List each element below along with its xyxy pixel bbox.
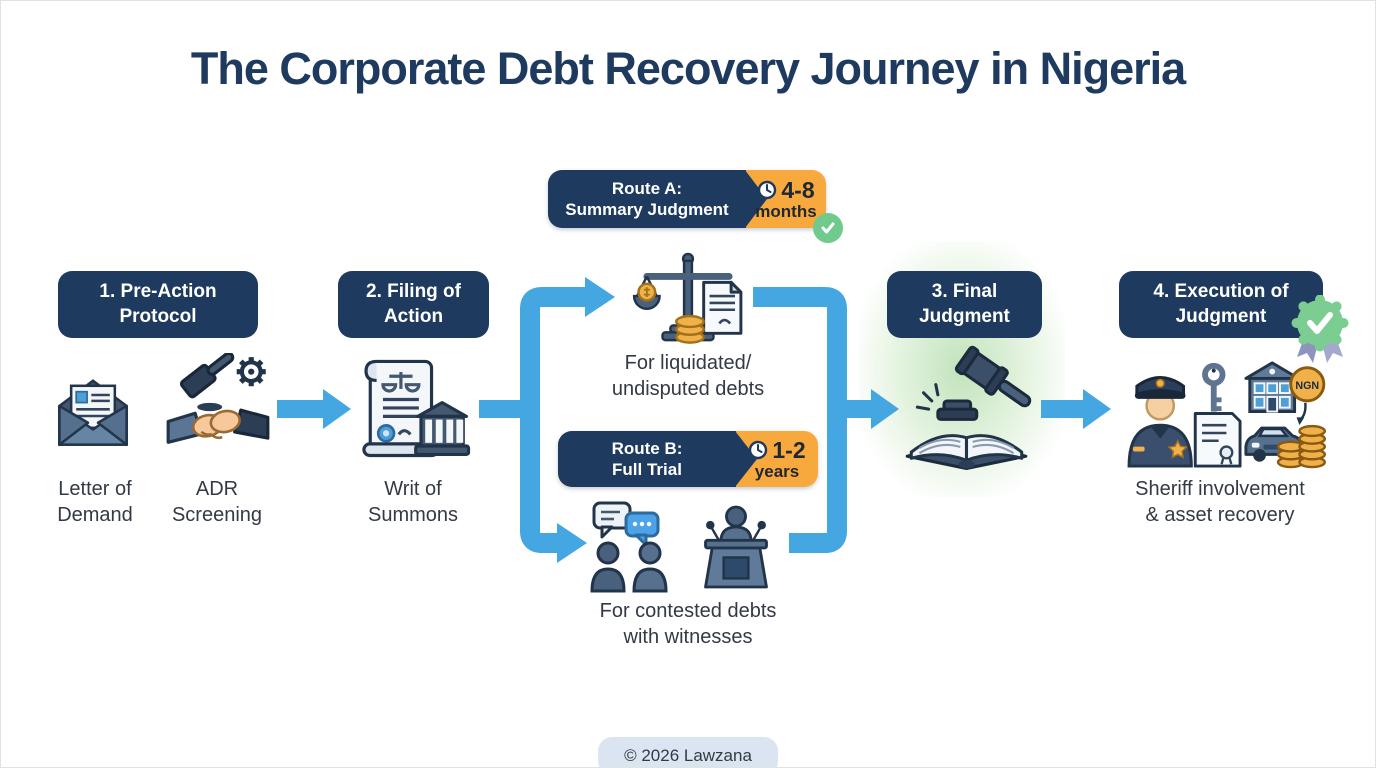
gear-icon: [236, 357, 266, 387]
route-b-line1: Route B:: [611, 438, 683, 458]
step-box-pre-action: 1. Pre-Action Protocol: [58, 271, 258, 338]
impact-lines: [915, 383, 940, 411]
gavel-icon: [954, 345, 1032, 408]
sheriff-key-house-car-coins-icon: NGN: [1127, 361, 1326, 469]
caption-letter-of-demand: Letter of Demand: [57, 478, 133, 526]
step4-line2: Judgment: [1175, 305, 1267, 327]
gavel-handshake-gear-icon: [166, 353, 270, 444]
caption-execution-desc: Sheriff involvement & asset recovery: [1135, 478, 1305, 526]
sheriff-icon: [1127, 375, 1193, 468]
scroll-courthouse-icon: [362, 359, 471, 458]
copyright-badge: © 2026 Lawzana: [598, 737, 778, 767]
step-box-filing: 2. Filing of Action: [338, 271, 489, 338]
person-icon: [590, 541, 626, 593]
step2-line1: 2. Filing of: [366, 281, 461, 303]
courthouse-icon: [414, 401, 471, 457]
caption-adr-screening: ADR Screening: [171, 478, 263, 526]
route-a-badge: Route A: Summary Judgment 4-8 months: [548, 170, 826, 228]
clock-icon: [749, 440, 768, 460]
svg-text:NGN: NGN: [1295, 380, 1319, 392]
step-box-final-judgment: 3. Final Judgment: [887, 271, 1042, 338]
step1-line2: Protocol: [119, 305, 197, 327]
fork-connector: [479, 277, 615, 563]
caption-route-b-desc: For contested debts with witnesses: [599, 600, 777, 648]
route-b-line2: Full Trial: [612, 460, 682, 479]
route-b-label: Route B: Full Trial: [558, 431, 736, 487]
route-b-duration-value: 1-2: [772, 436, 806, 463]
person-icon: [632, 541, 668, 593]
microphone-icon: [706, 520, 766, 541]
open-book-icon: [905, 434, 1028, 471]
route-a-duration-unit: months: [755, 201, 817, 221]
route-b-duration-unit: years: [754, 461, 800, 481]
scales-document-coins-icon: [632, 252, 743, 344]
caption-route-a-desc: For liquidated/ undisputed debts: [611, 352, 765, 400]
arrow-route-a: [585, 277, 615, 317]
caption-writ-of-summons: Writ of Summons: [367, 478, 459, 526]
envelope-letter-icon: [58, 379, 128, 446]
route-b-badge: Route B: Full Trial 1-2 years: [558, 431, 818, 487]
ngn-coin-icon: NGN: [1289, 366, 1326, 426]
witness-podium-icon: [704, 505, 768, 589]
step2-line2: Action: [383, 305, 444, 327]
route-a-line2: Summary Judgment: [565, 200, 729, 219]
writ-document-icon: [1193, 412, 1242, 468]
route-a-duration: 4-8 months: [746, 170, 826, 228]
coin-stack-icon: [1276, 424, 1326, 469]
key-icon: [1202, 362, 1226, 412]
arrow-step1-step2: [277, 389, 351, 429]
route-b-duration: 1-2 years: [736, 431, 818, 487]
route-a-line1: Route A:: [611, 178, 683, 198]
step-box-execution: 4. Execution of Judgment: [1119, 271, 1323, 338]
merge-connector: [753, 287, 899, 553]
gavel-icon: [179, 353, 235, 399]
house-icon: [1244, 361, 1300, 413]
ribbon-check-icon: [1291, 295, 1349, 363]
route-a-duration-value: 4-8: [781, 176, 815, 203]
page-title: The Corporate Debt Recovery Journey in N…: [190, 43, 1186, 94]
gavel-book-icon: [905, 345, 1032, 471]
coins-icon: [675, 314, 705, 344]
arrow-into-judgment: [871, 389, 899, 429]
clock-icon: [758, 180, 777, 200]
step3-line2: Judgment: [919, 305, 1010, 327]
document-icon: [702, 280, 743, 335]
route-a-label: Route A: Summary Judgment: [548, 170, 746, 228]
step3-line1: 3. Final: [931, 281, 998, 303]
arrow-step3-step4: [1041, 389, 1111, 429]
step4-line1: 4. Execution of: [1153, 281, 1289, 303]
step1-line1: 1. Pre-Action: [99, 281, 217, 303]
speech-bubbles-icon: [592, 501, 660, 547]
arrow-route-b: [557, 523, 587, 563]
speech-people-icon: [590, 501, 668, 593]
check-icon: [813, 213, 843, 243]
